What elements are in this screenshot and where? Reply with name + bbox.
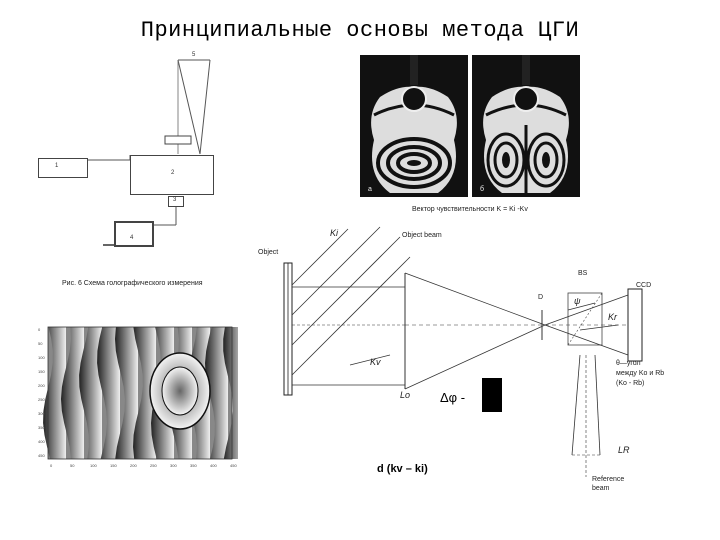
kv-label: Kv <box>370 357 381 367</box>
x-tick-label: 350 <box>190 463 197 468</box>
ccd-label: CCD <box>636 282 652 289</box>
guitar-image-b: б <box>472 55 580 197</box>
x-tick-label: 150 <box>110 463 117 468</box>
x-tick-label: 400 <box>210 463 217 468</box>
bs-label: BS <box>578 270 588 277</box>
x-tick-label: 250 <box>150 463 157 468</box>
y-tick-label: 450 <box>38 453 45 458</box>
y-tick-label: 250 <box>38 397 45 402</box>
x-tick-label: 450 <box>230 463 237 468</box>
scheme-box-2-label: 2 <box>171 170 175 176</box>
delta-phi-text: Δφ - <box>440 390 466 405</box>
fringe-stripe <box>79 327 102 459</box>
scheme-box-4-label: 4 <box>130 235 134 241</box>
fringe-stripe <box>43 327 66 459</box>
y-tick-label: 100 <box>38 355 45 360</box>
reference-beam-label-1: Reference <box>592 476 625 483</box>
scheme-box-1: 1 <box>38 158 88 178</box>
angle-note-line-1: θ—угол <box>616 360 641 367</box>
angle-note-line-3: (Ko - Rb) <box>616 380 645 387</box>
guitar-label-a: а <box>368 186 372 193</box>
fringe-stripe <box>223 327 238 459</box>
fringe-stripe <box>61 327 84 459</box>
formula-expression: d (kv – ki) <box>377 463 428 475</box>
d-label: D <box>538 294 544 301</box>
x-tick-label: 100 <box>90 463 97 468</box>
formula-black-box <box>482 378 502 412</box>
y-tick-label: 400 <box>38 439 45 444</box>
guitar-image-a: а <box>360 55 468 197</box>
scheme-box-4: 4 <box>114 221 154 247</box>
scheme-box-1-label: 1 <box>55 163 59 169</box>
optics-lines <box>283 226 643 477</box>
fringe-stripe <box>133 327 156 459</box>
x-tick-label: 200 <box>130 463 137 468</box>
guitar-label-b: б <box>480 185 484 193</box>
fringe-stripe <box>97 327 120 459</box>
scheme-box-5-label: 5 <box>192 52 196 58</box>
y-tick-label: 50 <box>38 341 43 346</box>
y-tick-label: 350 <box>38 425 45 430</box>
fringe-stripe <box>115 327 138 459</box>
ki-label: Ki <box>330 228 339 238</box>
fringe-map-plot: 0 50 100 150 200 250 300 350 400 450 0 50 100 150 200… <box>38 326 238 468</box>
x-tick-label: 0 <box>50 463 53 468</box>
x-tick-label: 50 <box>70 463 75 468</box>
scheme-box-3: 3 <box>168 196 184 207</box>
lr-label: LR <box>618 445 630 455</box>
angle-note-line-2: между Ko и Rb <box>616 370 665 377</box>
object-beam-label: Object beam <box>402 232 442 239</box>
lo-label: Lo <box>400 390 411 400</box>
y-tick-label: 0 <box>38 327 41 332</box>
sensitivity-vector-label: Вектор чувствительности K = Ki -Kv <box>412 206 528 213</box>
x-tick-label: 300 <box>170 463 177 468</box>
page-title: Принципиальные основы метода ЦГИ <box>140 18 580 43</box>
object-label: Object <box>258 249 279 256</box>
scheme-caption: Рис. 6 Схема голографического измерения <box>62 280 203 287</box>
scheme-box-3-label: 3 <box>173 197 177 203</box>
y-tick-label: 200 <box>38 383 45 388</box>
kr-label: Kr <box>608 312 617 322</box>
psi-label: ψ <box>574 296 581 306</box>
y-tick-label: 300 <box>38 411 45 416</box>
fringe-stripe <box>205 327 228 459</box>
y-tick-label: 150 <box>38 369 45 374</box>
scheme-box-2: 2 <box>130 155 214 195</box>
reference-beam-label-2: beam <box>592 485 610 492</box>
setup-scheme-lines <box>86 59 211 246</box>
